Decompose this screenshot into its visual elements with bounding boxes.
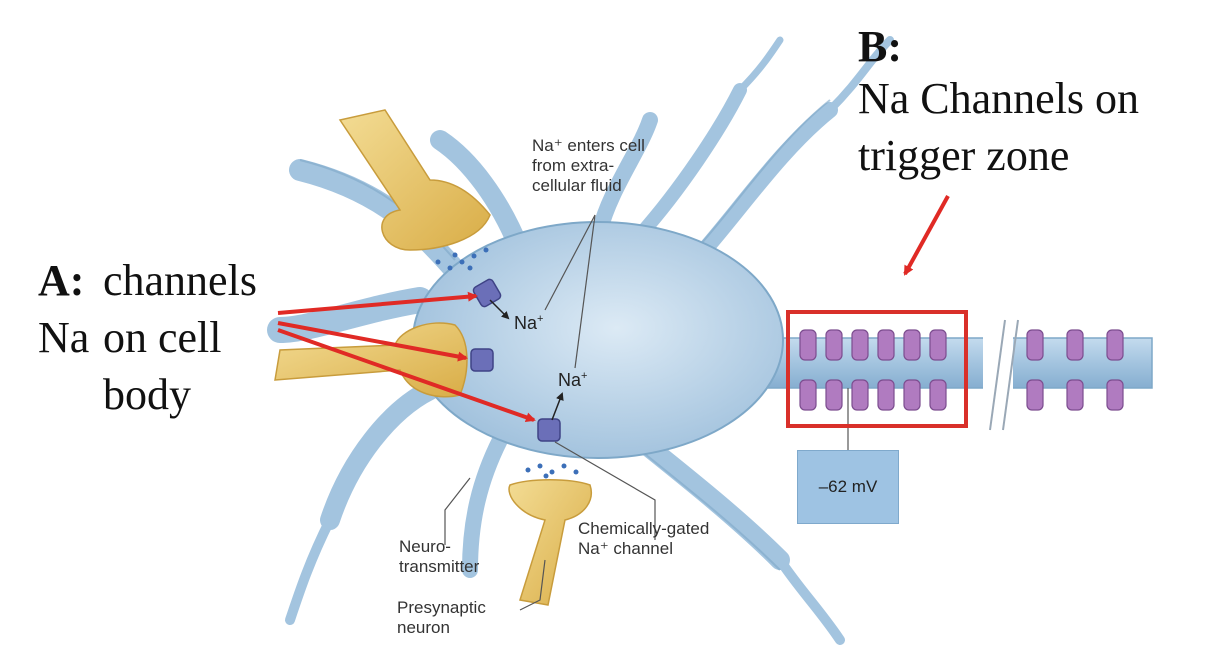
label-na-ion-1: Na+ [514, 313, 544, 333]
voltage-gated-na-channel [929, 379, 947, 411]
na-entry-arrows [489, 299, 564, 421]
cell-body-channels [470, 278, 561, 442]
voltage-gated-na-channel [799, 329, 817, 361]
voltage-gated-na-channel [903, 379, 921, 411]
voltage-gated-na-channel [1026, 379, 1044, 411]
voltage-gated-na-channel [851, 329, 869, 361]
voltage-gated-na-channel [903, 329, 921, 361]
label-presynaptic-neuron: Presynaptic neuron [397, 598, 486, 637]
voltage-gated-na-channel [825, 379, 843, 411]
voltage-gated-na-channel [1106, 329, 1124, 361]
neurotransmitter-dots [435, 247, 579, 479]
voltage-gated-na-channel [825, 329, 843, 361]
annotation-a: A: Na [38, 195, 89, 366]
presynaptic-terminal-top [338, 109, 491, 251]
red-arrows [277, 195, 950, 423]
voltage-gated-na-channel [1066, 329, 1084, 361]
presynaptic-terminal-bottom [508, 479, 592, 606]
voltage-gated-na-channel [1066, 379, 1084, 411]
trigger-zone-highlight-box [786, 310, 968, 428]
voltage-readout-box: –62 mV [797, 450, 899, 524]
leader-lines [444, 214, 849, 611]
label-na-ion-2: Na+ [558, 370, 588, 390]
annotation-b-text: Na Channels on trigger zone [858, 74, 1140, 180]
dendrites [267, 36, 894, 645]
voltage-gated-na-channel [929, 329, 947, 361]
label-chemically-gated-channel: Chemically-gated Na⁺ channel [578, 519, 710, 558]
axon-break-marks [983, 319, 1019, 431]
trigger-zone-channels [799, 329, 1124, 411]
voltage-gated-na-channel [1106, 379, 1124, 411]
label-na-enters-cell: Na⁺ enters cell from extra- cellular flu… [532, 136, 645, 195]
label-neurotransmitter: Neuro- transmitter [399, 537, 480, 576]
voltage-gated-na-channel [877, 379, 895, 411]
voltage-gated-na-channel [851, 379, 869, 411]
voltage-readout: –62 mV [818, 477, 878, 496]
annotation-a-text: channels on cell body [103, 256, 257, 419]
voltage-gated-na-channel [877, 329, 895, 361]
voltage-gated-na-channel [799, 379, 817, 411]
annotation-a-letter: A: [38, 256, 85, 305]
voltage-gated-na-channel [1026, 329, 1044, 361]
cell-body [412, 221, 784, 459]
annotation-a-first-word: Na [38, 313, 90, 362]
annotation-b-letter: B: [858, 22, 902, 71]
